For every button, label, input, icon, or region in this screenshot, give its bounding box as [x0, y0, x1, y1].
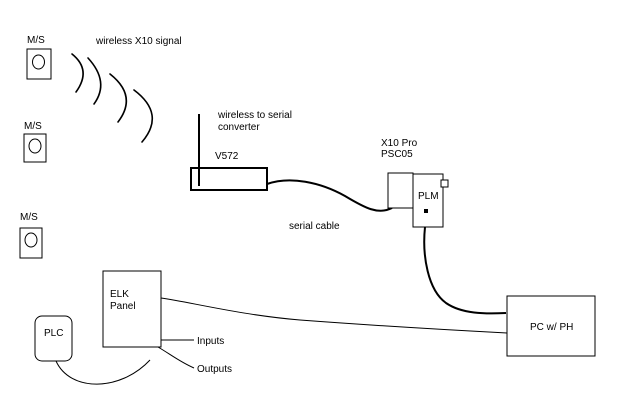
x10-pro-label-line1: X10 Pro: [381, 138, 418, 149]
converter-body: [190, 167, 268, 191]
motion-sensor-1: M/S: [26, 35, 52, 80]
motion-sensor-2-label: M/S: [24, 121, 42, 132]
elk-panel-label-line2: Panel: [110, 301, 136, 312]
converter-device: [190, 114, 268, 191]
motion-sensor-3: M/S: [19, 212, 43, 259]
plm-indicator: [424, 209, 428, 213]
elk-pc-cable: [160, 297, 508, 334]
outputs-label: Outputs: [197, 364, 232, 375]
signal-wave-4: [133, 89, 154, 143]
signal-wave-3: [109, 73, 128, 123]
serial-cable-label: serial cable: [289, 221, 340, 232]
elk-panel-body: [102, 270, 162, 348]
motion-sensor-3-label: M/S: [20, 212, 38, 223]
wireless-signal-waves: [71, 53, 154, 143]
motion-sensor-3-lens: [24, 232, 38, 248]
elk-panel: ELK Panel: [102, 270, 162, 348]
pc-body: [506, 295, 596, 357]
plm-body: [412, 173, 444, 228]
converter-label-line1: wireless to serial: [217, 110, 292, 121]
plc-elk-cable: [55, 359, 151, 385]
plc-device: PLC: [34, 315, 73, 362]
x10-pro-psc05-device: PLM: [387, 172, 449, 228]
pc-label: PC w/ PH: [530, 322, 573, 333]
motion-sensor-2: M/S: [23, 121, 47, 163]
signal-wave-1: [71, 53, 84, 93]
psc05-body: [387, 172, 414, 209]
plm-pc-cable: [423, 226, 507, 315]
wireless-signal-label: wireless X10 signal: [95, 36, 182, 47]
x10-pro-label-line2: PSC05: [381, 149, 413, 160]
plm-plug: [440, 179, 449, 188]
motion-sensor-2-lens: [28, 138, 42, 154]
elk-panel-label-line1: ELK: [110, 289, 129, 300]
motion-sensor-1-label: M/S: [27, 35, 45, 46]
plc-label: PLC: [44, 328, 63, 339]
plc-body: [34, 315, 73, 362]
serial-cable: [266, 179, 393, 212]
converter-label-line2: converter: [218, 122, 260, 133]
motion-sensor-1-lens: [32, 54, 45, 70]
plm-label: PLM: [418, 191, 439, 202]
converter-model-label: V572: [215, 151, 239, 162]
inputs-label: Inputs: [197, 336, 224, 347]
pc-device: PC w/ PH: [506, 295, 596, 357]
signal-wave-2: [87, 57, 102, 105]
outputs-line: [157, 346, 195, 369]
